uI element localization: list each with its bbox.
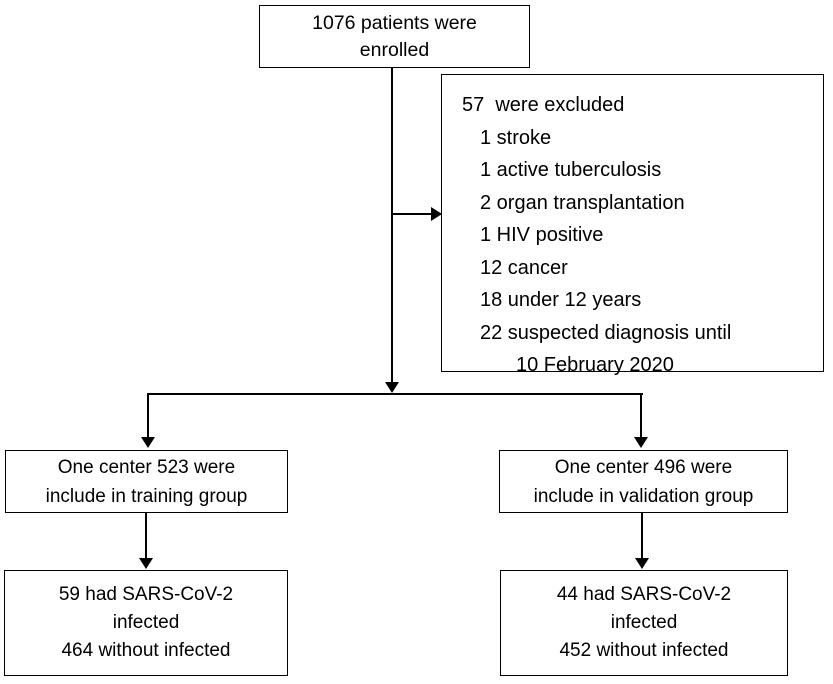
node-excluded: 57 were excluded 1 stroke 1 active tuber… — [441, 74, 824, 376]
node-excluded-line-7: 18 under 12 years — [480, 289, 642, 311]
node-excluded-line-8: 22 suspected diagnosis until — [480, 321, 732, 344]
node-validation-group: One center 496 were include in validatio… — [499, 450, 788, 513]
node-validation-outcome: 44 had SARS-CoV-2 infected 452 without i… — [500, 570, 788, 676]
connector-split-bar — [147, 393, 643, 396]
node-training-group-line-2: include in training group — [45, 485, 248, 507]
arrowhead-training-to-outcome — [139, 558, 153, 569]
connector-to-excluded — [391, 213, 433, 216]
node-excluded-line-9: 10 February 2020 — [516, 354, 674, 376]
arrowhead-enrolled-to-split — [385, 382, 399, 393]
node-enrolled: 1076 patients were enrolled — [259, 5, 530, 68]
node-training-outcome-line-2: infected — [112, 612, 180, 633]
arrowhead-validation-to-outcome — [635, 558, 649, 569]
arrowhead-split-to-validation — [634, 437, 648, 448]
node-training-group: One center 523 were include in training … — [5, 450, 288, 513]
node-training-group-line-1: One center 523 were — [57, 456, 236, 478]
node-validation-outcome-line-2: infected — [610, 612, 678, 633]
node-validation-group-line-1: One center 496 were — [554, 456, 733, 478]
node-excluded-line-2: 1 stroke — [480, 126, 552, 149]
node-training-outcome-line-3: 464 without infected — [61, 640, 231, 661]
connector-training-to-outcome — [145, 513, 148, 560]
node-excluded-line-5: 1 HIV positive — [480, 224, 604, 246]
node-training-outcome: 59 had SARS-CoV-2 infected 464 without i… — [4, 570, 288, 676]
node-excluded-line-6: 12 cancer — [480, 256, 568, 279]
connector-split-to-validation — [640, 393, 643, 439]
connector-enrolled-to-split — [391, 68, 394, 385]
node-validation-outcome-line-1: 44 had SARS-CoV-2 — [556, 584, 732, 605]
node-enrolled-line-1: 1076 patients were — [312, 11, 477, 34]
arrowhead-to-excluded — [431, 207, 442, 221]
connector-split-to-training — [147, 393, 150, 439]
node-enrolled-line-2: enrolled — [359, 38, 430, 61]
arrowhead-split-to-training — [141, 437, 155, 448]
node-excluded-line-3: 1 active tuberculosis — [480, 159, 662, 181]
node-validation-outcome-line-3: 452 without infected — [559, 640, 729, 661]
node-validation-group-line-2: include in validation group — [533, 485, 754, 507]
connector-validation-to-outcome — [641, 513, 644, 560]
node-excluded-line-4: 2 organ transplantation — [480, 191, 685, 214]
node-training-outcome-line-1: 59 had SARS-CoV-2 — [58, 584, 234, 605]
node-excluded-line-1: 57 were excluded — [462, 94, 625, 116]
